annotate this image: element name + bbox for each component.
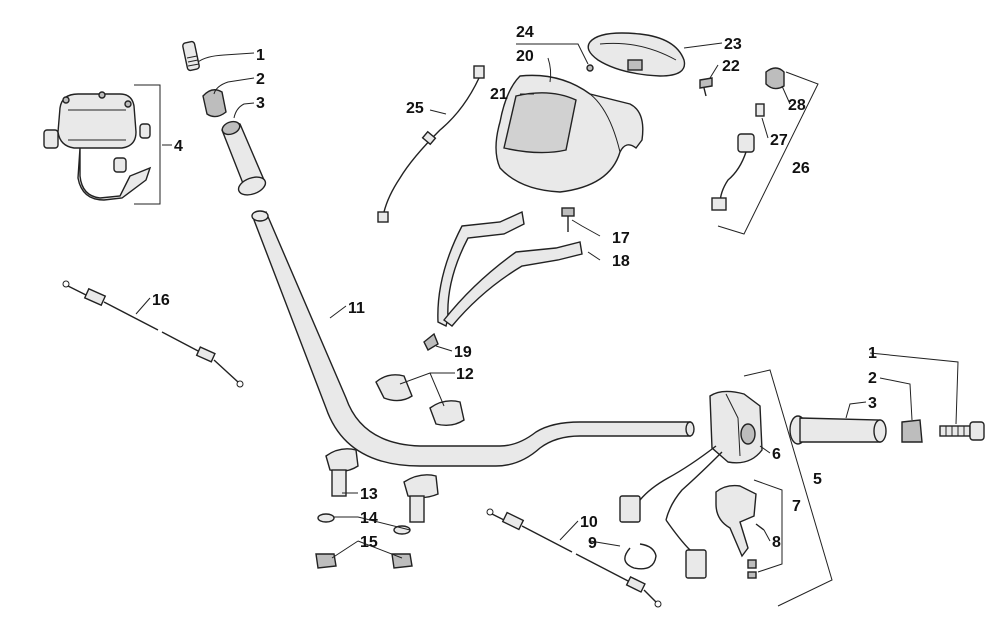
handlebar-switch-housing xyxy=(709,390,763,464)
screw-22 xyxy=(699,77,713,97)
callout-23: 23 xyxy=(724,36,742,53)
callout-15: 15 xyxy=(360,534,378,551)
right-bar-end-weight xyxy=(901,419,923,443)
callout-3-left: 3 xyxy=(256,95,265,112)
instrument-housing xyxy=(495,74,644,193)
right-bar-end-bolt xyxy=(939,421,985,441)
handlebar xyxy=(251,210,695,467)
brake-cable xyxy=(486,508,662,608)
ignition-switch xyxy=(711,67,819,235)
handlebar-clamp-upper xyxy=(375,374,465,427)
callout-27: 27 xyxy=(770,132,788,149)
callout-14: 14 xyxy=(360,510,378,527)
leader-lines xyxy=(135,42,959,559)
callout-22: 22 xyxy=(722,58,740,75)
callout-2-left: 2 xyxy=(256,71,265,88)
callout-1-right: 1 xyxy=(868,345,877,362)
throttle-control-assembly xyxy=(43,84,161,205)
bracket-screw-19 xyxy=(423,332,439,351)
callout-20: 20 xyxy=(516,48,534,65)
screw-24 xyxy=(586,64,594,72)
callout-8: 8 xyxy=(772,534,781,551)
throttle-cable xyxy=(62,280,244,388)
callout-19: 19 xyxy=(454,344,472,361)
callout-9: 9 xyxy=(588,535,597,552)
callout-25: 25 xyxy=(406,100,424,117)
callout-1-left: 1 xyxy=(256,47,265,64)
callout-labels: 1 2 3 4 5 6 7 8 9 10 11 12 13 14 15 16 1… xyxy=(152,24,877,552)
left-bar-end-bolt xyxy=(182,40,200,72)
callout-4: 4 xyxy=(174,138,183,155)
bracket-screw-17 xyxy=(561,207,575,232)
brake-lever-switch xyxy=(715,479,783,579)
handlebar-clamp-lower xyxy=(325,448,439,523)
speedometer-gauge xyxy=(587,32,686,77)
callout-18: 18 xyxy=(612,253,630,270)
callout-28: 28 xyxy=(788,97,806,114)
callout-2-right: 2 xyxy=(868,370,877,387)
callout-26: 26 xyxy=(792,160,810,177)
callout-21: 21 xyxy=(490,86,508,103)
speedometer-cable xyxy=(377,65,485,223)
left-bar-end-weight xyxy=(202,89,227,118)
callout-7: 7 xyxy=(792,498,801,515)
callout-17: 17 xyxy=(612,230,630,247)
nuts xyxy=(315,553,413,569)
callout-3-right: 3 xyxy=(868,395,877,412)
switch-wiring-harness xyxy=(619,369,833,607)
callout-10: 10 xyxy=(580,514,598,531)
callout-12: 12 xyxy=(456,366,474,383)
left-hand-grip xyxy=(221,120,267,196)
callout-24: 24 xyxy=(516,24,534,41)
instrument-bracket xyxy=(437,210,583,328)
callout-13: 13 xyxy=(360,486,378,503)
cable-clip xyxy=(624,543,657,570)
callout-11: 11 xyxy=(348,300,365,317)
callout-6: 6 xyxy=(772,446,781,463)
right-hand-grip xyxy=(789,415,887,445)
callout-5: 5 xyxy=(813,471,822,488)
callout-16: 16 xyxy=(152,292,170,309)
